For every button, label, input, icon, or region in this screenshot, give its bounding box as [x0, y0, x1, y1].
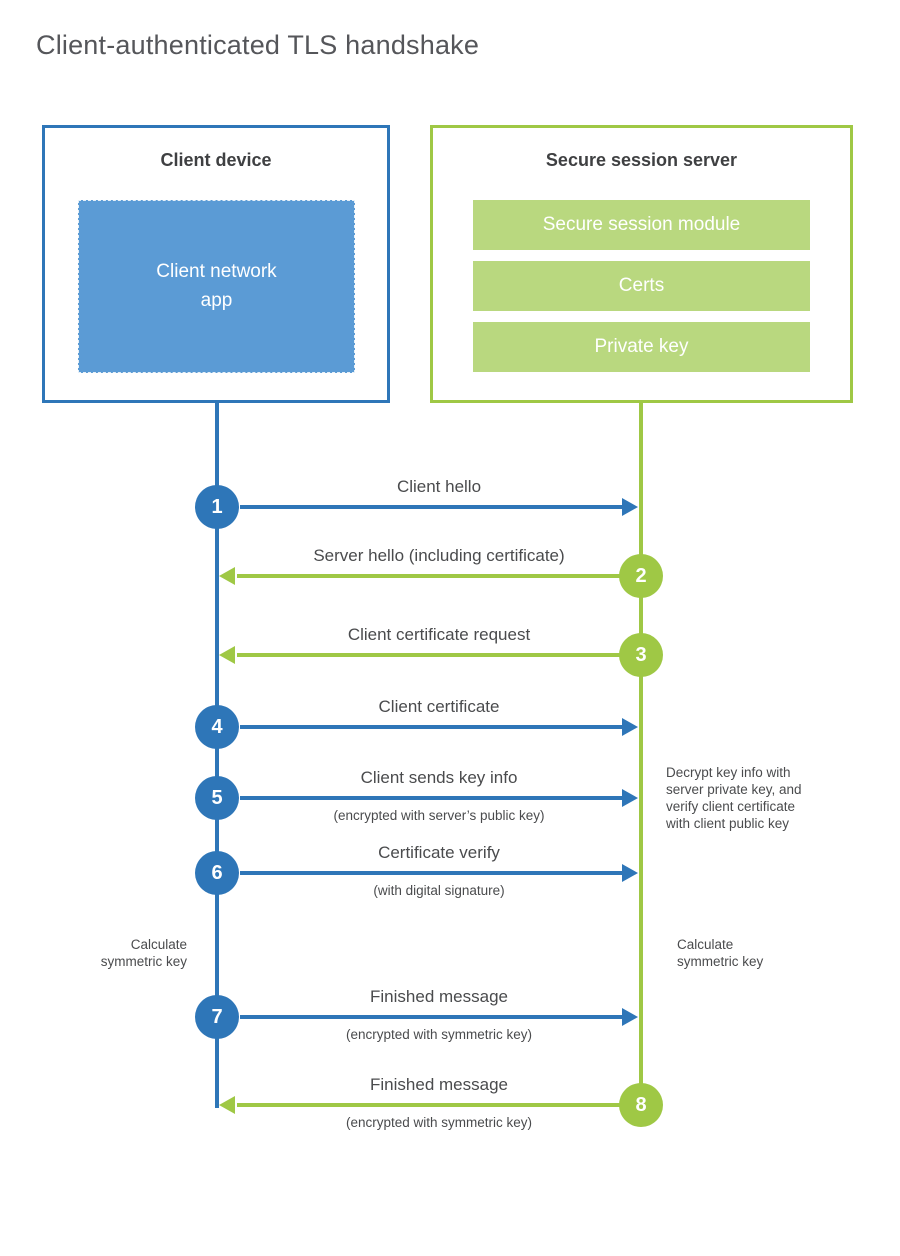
step6-sublabel: (with digital signature) — [373, 883, 505, 898]
step8-label: Finished message — [370, 1075, 508, 1094]
step4-arrowhead-icon — [622, 718, 638, 736]
server-module-private-key: Private key — [473, 322, 810, 372]
step8-sublabel: (encrypted with symmetric key) — [345, 1115, 533, 1130]
step5-arrowhead-icon — [622, 789, 638, 807]
step1-badge: 1 — [195, 485, 239, 529]
step8-badge: 8 — [619, 1083, 663, 1127]
client-network-app-box: Client network app — [78, 200, 355, 373]
server-decrypt-note-line4: with client public key — [666, 815, 790, 831]
step4-label: Client certificate — [378, 697, 500, 716]
server-decrypt-note-line1: Decrypt key info with — [666, 765, 791, 780]
step8-arrow-line — [237, 1103, 620, 1107]
step1-arrowhead-icon — [622, 498, 638, 516]
server-decrypt-note: Decrypt key info with server private key… — [666, 765, 836, 833]
client-calculate-note-line2: symmetric key — [100, 953, 187, 969]
server-module-secure-session: Secure session module — [473, 200, 810, 250]
step5-sublabel: (encrypted with server’s public key) — [333, 808, 545, 823]
page-title: Client-authenticated TLS handshake — [36, 30, 480, 60]
client-calculate-note: Calculate symmetric key — [77, 937, 187, 971]
client-app-label-line1: Client network — [156, 261, 277, 282]
client-lifeline — [215, 403, 219, 1108]
server-decrypt-note-line2: server private key, and — [666, 781, 802, 797]
server-calculate-note: Calculate symmetric key — [677, 937, 797, 971]
step2-badge: 2 — [619, 554, 663, 598]
server-box: Secure session server Secure session mod… — [430, 125, 853, 403]
step6-badge: 6 — [195, 851, 239, 895]
step2-label: Server hello (including certificate) — [313, 546, 565, 565]
client-device-title: Client device — [160, 150, 272, 170]
step1-label: Client hello — [396, 477, 482, 496]
step6-arrow-line — [240, 871, 622, 875]
step4-badge: 4 — [195, 705, 239, 749]
server-lifeline — [639, 403, 643, 1105]
step7-arrowhead-icon — [622, 1008, 638, 1026]
step4-arrow-line — [240, 725, 622, 729]
step7-badge: 7 — [195, 995, 239, 1039]
step3-arrowhead-icon — [219, 646, 235, 664]
server-calculate-note-line1: Calculate — [677, 937, 734, 952]
step7-sublabel: (encrypted with symmetric key) — [345, 1027, 533, 1042]
server-title: Secure session server — [545, 150, 738, 170]
step6-arrowhead-icon — [622, 864, 638, 882]
step5-label: Client sends key info — [360, 768, 518, 787]
step3-badge: 3 — [619, 633, 663, 677]
step5-arrow-line — [240, 796, 622, 800]
client-device-box: Client device Client network app — [42, 125, 390, 403]
step1-arrow-line — [240, 505, 622, 509]
step5-badge: 5 — [195, 776, 239, 820]
client-calculate-note-line1: Calculate — [130, 937, 187, 952]
server-decrypt-note-line3: verify client certificate — [666, 798, 796, 814]
step2-arrowhead-icon — [219, 567, 235, 585]
step3-label: Client certificate request — [347, 625, 531, 644]
step6-label: Certificate verify — [378, 843, 500, 862]
step8-arrowhead-icon — [219, 1096, 235, 1114]
client-app-label-line2: app — [200, 289, 233, 311]
step7-arrow-line — [240, 1015, 622, 1019]
step7-label: Finished message — [370, 987, 508, 1006]
server-calculate-note-line2: symmetric key — [677, 953, 764, 969]
server-module-certs: Certs — [473, 261, 810, 311]
step2-arrow-line — [237, 574, 620, 578]
step3-arrow-line — [237, 653, 620, 657]
